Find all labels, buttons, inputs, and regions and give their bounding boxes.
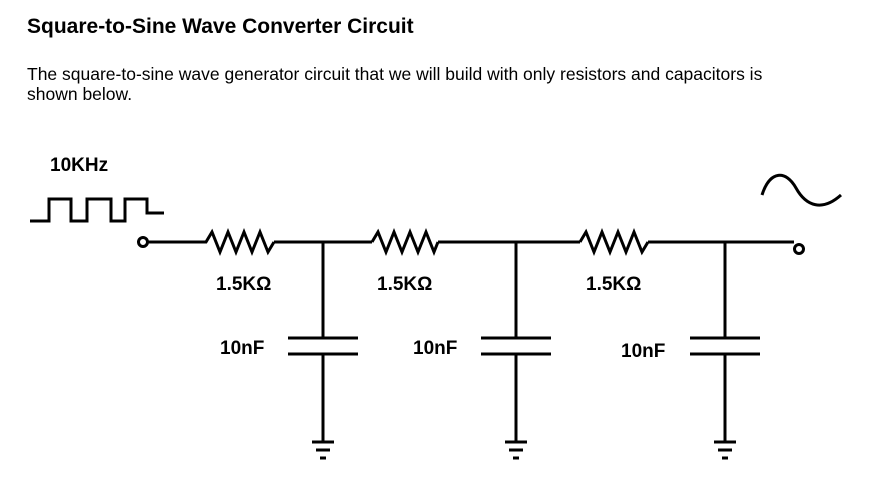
- intro-paragraph: The square-to-sine wave generator circui…: [27, 64, 763, 104]
- ground-icon: [312, 440, 334, 460]
- ground-icon: [505, 440, 527, 460]
- capacitor-c2-label: 10nF: [413, 338, 457, 359]
- input-terminal: [137, 236, 149, 248]
- output-terminal: [793, 243, 805, 255]
- square-wave-icon: [30, 197, 164, 223]
- resistor-r1-label: 1.5KΩ: [216, 274, 271, 295]
- resistor-r1: [148, 227, 276, 257]
- ground-icon: [714, 440, 736, 460]
- input-frequency-label: 10KHz: [50, 155, 108, 176]
- resistor-r2: [370, 227, 440, 257]
- resistor-r3: [578, 227, 650, 257]
- capacitor-c1-label: 10nF: [220, 338, 264, 359]
- resistor-r2-label: 1.5KΩ: [377, 274, 432, 295]
- sine-wave-icon: [760, 173, 842, 207]
- page-title: Square-to-Sine Wave Converter Circuit: [27, 15, 414, 38]
- resistor-r3-label: 1.5KΩ: [586, 274, 641, 295]
- capacitor-c3-label: 10nF: [621, 341, 665, 362]
